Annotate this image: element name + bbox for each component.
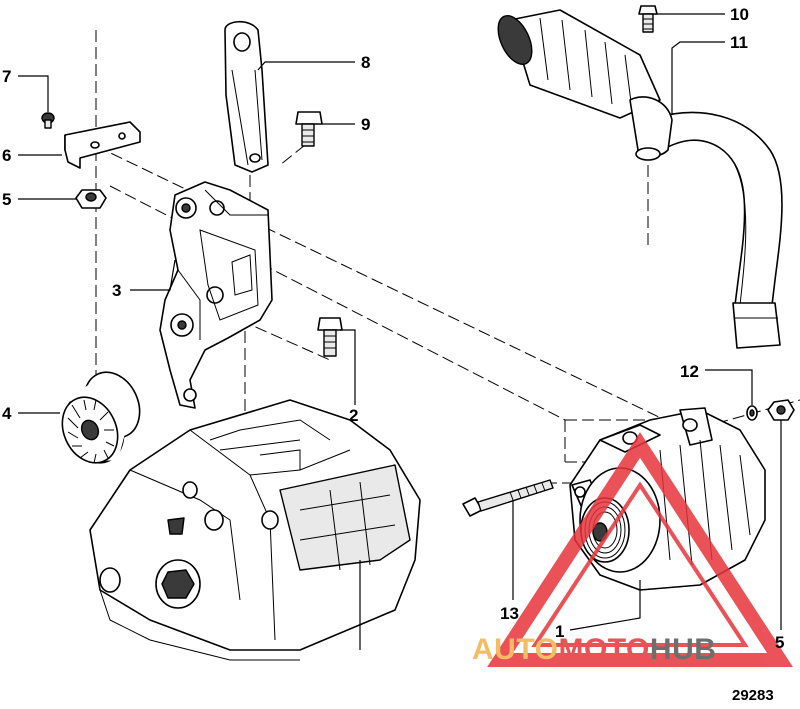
callout-10: 10 [730, 5, 749, 24]
callout-1: 1 [555, 622, 564, 641]
part-6-plate [64, 121, 141, 169]
callout-7: 7 [2, 67, 11, 86]
part-3-mounting-bracket [159, 181, 273, 409]
part-5-nut-right [767, 399, 795, 421]
part-10-screw [638, 5, 658, 33]
callout-5-right: 5 [775, 633, 784, 652]
engine-block [89, 399, 421, 661]
part-5-nut-left [75, 189, 107, 209]
callout-2: 2 [349, 406, 358, 425]
callout-6: 6 [2, 146, 11, 165]
part-4-idler-pulley [61, 371, 141, 464]
callout-leaders [18, 13, 782, 631]
figure-number: 29283 [732, 687, 774, 704]
callout-11: 11 [730, 33, 748, 52]
part-9-bolt [295, 111, 323, 147]
callout-9: 9 [361, 115, 370, 134]
part-13-through-bolt [462, 479, 554, 517]
callout-8: 8 [361, 53, 370, 72]
callout-5-left: 5 [2, 190, 11, 209]
watermark-text: AUTOMOTOHUB [472, 633, 716, 666]
part-8-bracket [224, 20, 269, 173]
callout-3: 3 [112, 281, 121, 300]
watermark-logo: AUTOMOTOHUB [472, 432, 793, 667]
part-2-bolt [317, 317, 343, 357]
part-7-screw [41, 112, 55, 129]
callout-13: 13 [500, 604, 519, 623]
callout-numbers: 1 2 3 4 5 5 6 7 8 9 10 11 12 13 [2, 5, 784, 652]
part-11-hose [497, 9, 783, 349]
callout-4: 4 [2, 404, 12, 423]
part-12-washer [746, 405, 758, 421]
callout-12: 12 [680, 362, 699, 381]
